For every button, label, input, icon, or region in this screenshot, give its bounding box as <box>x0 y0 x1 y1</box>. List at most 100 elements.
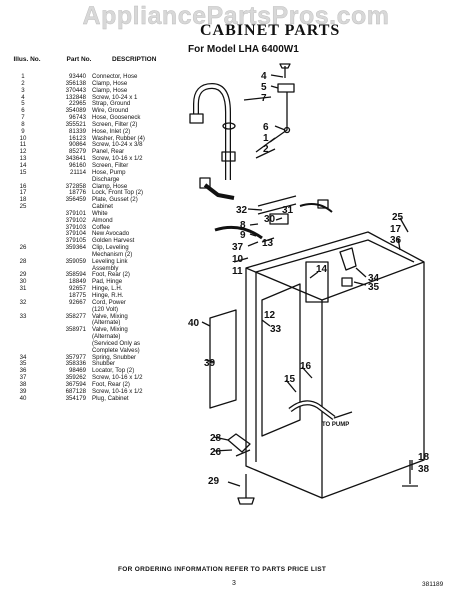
callout-34: 34 <box>368 273 380 284</box>
parts-illus-no: 10 <box>19 134 27 142</box>
parts-description: Complete Valves) <box>92 346 140 354</box>
parts-description: Hose, Gooseneck <box>92 114 141 122</box>
parts-part-no: 687128 <box>65 387 86 395</box>
parts-description: Cabinet <box>92 203 114 211</box>
parts-illus-no: 11 <box>19 141 27 149</box>
parts-description: (Alternate) <box>92 319 121 327</box>
cabinet-body <box>245 231 425 499</box>
parts-illus-no: 26 <box>19 244 27 252</box>
parts-illus-no: 15 <box>19 168 27 176</box>
parts-description: Valve, Mixing <box>92 326 128 334</box>
callout-35: 35 <box>368 282 380 293</box>
callout-25: 25 <box>392 212 404 223</box>
parts-part-no: 372858 <box>65 182 86 190</box>
parts-row: Assembly <box>8 265 193 273</box>
parts-illus-no: 37 <box>19 374 27 382</box>
parts-illus-no: 5 <box>21 100 25 108</box>
parts-part-no: 132848 <box>65 93 86 101</box>
parts-part-no: 358971 <box>65 326 86 334</box>
model-subtitle: For Model LHA 6400W1 <box>188 44 299 55</box>
parts-illus-no: 39 <box>19 387 27 395</box>
snubber <box>341 277 353 287</box>
callout-40: 40 <box>188 318 200 329</box>
callout-37: 37 <box>232 242 244 253</box>
inlet-hose-lower <box>214 225 263 240</box>
parts-description: Spring, Snubber <box>92 353 137 361</box>
callout-1: 1 <box>263 133 269 144</box>
parts-row: 3 370443 Clamp, Hose <box>8 86 193 95</box>
parts-description: Clip, Leveling <box>92 244 129 252</box>
callout-7: 7 <box>261 93 267 104</box>
parts-part-no: 92667 <box>69 298 86 306</box>
parts-description: Clamp, Hose <box>92 86 128 94</box>
parts-part-no: 379105 <box>65 237 86 245</box>
parts-description: Hinge, R.H. <box>92 292 124 299</box>
parts-part-no: 370443 <box>65 86 86 94</box>
parts-description: Plug, Cabinet <box>92 394 129 402</box>
parts-description: Foot, Rear (2) <box>92 271 130 279</box>
parts-description: Golden Harvest <box>92 237 135 245</box>
parts-part-no: 356459 <box>65 196 86 204</box>
callout-15: 15 <box>284 374 296 385</box>
parts-row: (Alternate) <box>8 333 193 341</box>
hinge-left <box>257 195 297 215</box>
parts-illus-no: 4 <box>21 93 25 101</box>
parts-description: Valve, Mixing <box>92 312 128 320</box>
parts-description: Hose, Pump <box>92 168 126 176</box>
callout-10: 10 <box>232 254 244 265</box>
parts-part-no: 81339 <box>69 127 86 135</box>
page-number: 3 <box>232 580 236 587</box>
parts-part-no: 18776 <box>69 189 86 197</box>
parts-illus-no: 25 <box>19 203 27 211</box>
callout-18: 18 <box>418 452 430 463</box>
parts-illus-no: 9 <box>21 127 25 135</box>
parts-description: Clamp, Hose <box>92 182 128 190</box>
parts-illus-no: 31 <box>19 285 27 293</box>
callout-33: 33 <box>270 324 282 335</box>
strap-ground <box>277 83 295 93</box>
parts-description: Discharge <box>92 175 120 183</box>
parts-description: Wire, Ground <box>92 107 129 115</box>
parts-row: (Serviced Only as <box>8 340 193 348</box>
callout-17: 17 <box>390 224 402 235</box>
parts-description: Washer, Rubber (4) <box>92 134 145 142</box>
parts-part-no: 18775 <box>69 292 86 299</box>
parts-part-no: 16123 <box>69 134 86 142</box>
parts-description: Screw, 10-24 x 1 <box>92 93 138 101</box>
parts-description: Screw, 10-16 x 1/2 <box>92 374 143 382</box>
parts-row: Mechanism (2) <box>8 251 193 259</box>
parts-illus-no: 3 <box>21 86 25 94</box>
parts-illus-no: 2 <box>21 79 25 87</box>
parts-row: 10 16123 Washer, Rubber (4) <box>8 134 193 143</box>
parts-row: 9 81339 Hose, Inlet (2) <box>8 127 193 136</box>
parts-row: (Alternate) <box>8 320 193 327</box>
parts-part-no: 354089 <box>65 107 86 115</box>
parts-part-no: 354179 <box>65 394 86 402</box>
parts-part-no: 85279 <box>69 148 86 156</box>
callout-4: 4 <box>261 71 267 82</box>
callout-38: 38 <box>418 464 430 475</box>
parts-description: Hose, Inlet (2) <box>92 127 131 135</box>
parts-illus-no: 28 <box>19 257 27 265</box>
parts-part-no: 367594 <box>65 380 86 388</box>
parts-illus-no: 33 <box>19 312 27 320</box>
parts-part-no: 379102 <box>65 216 86 224</box>
parts-part-no: 358277 <box>65 312 86 320</box>
parts-part-no: 93440 <box>69 73 86 80</box>
parts-part-no: 379104 <box>65 230 86 238</box>
